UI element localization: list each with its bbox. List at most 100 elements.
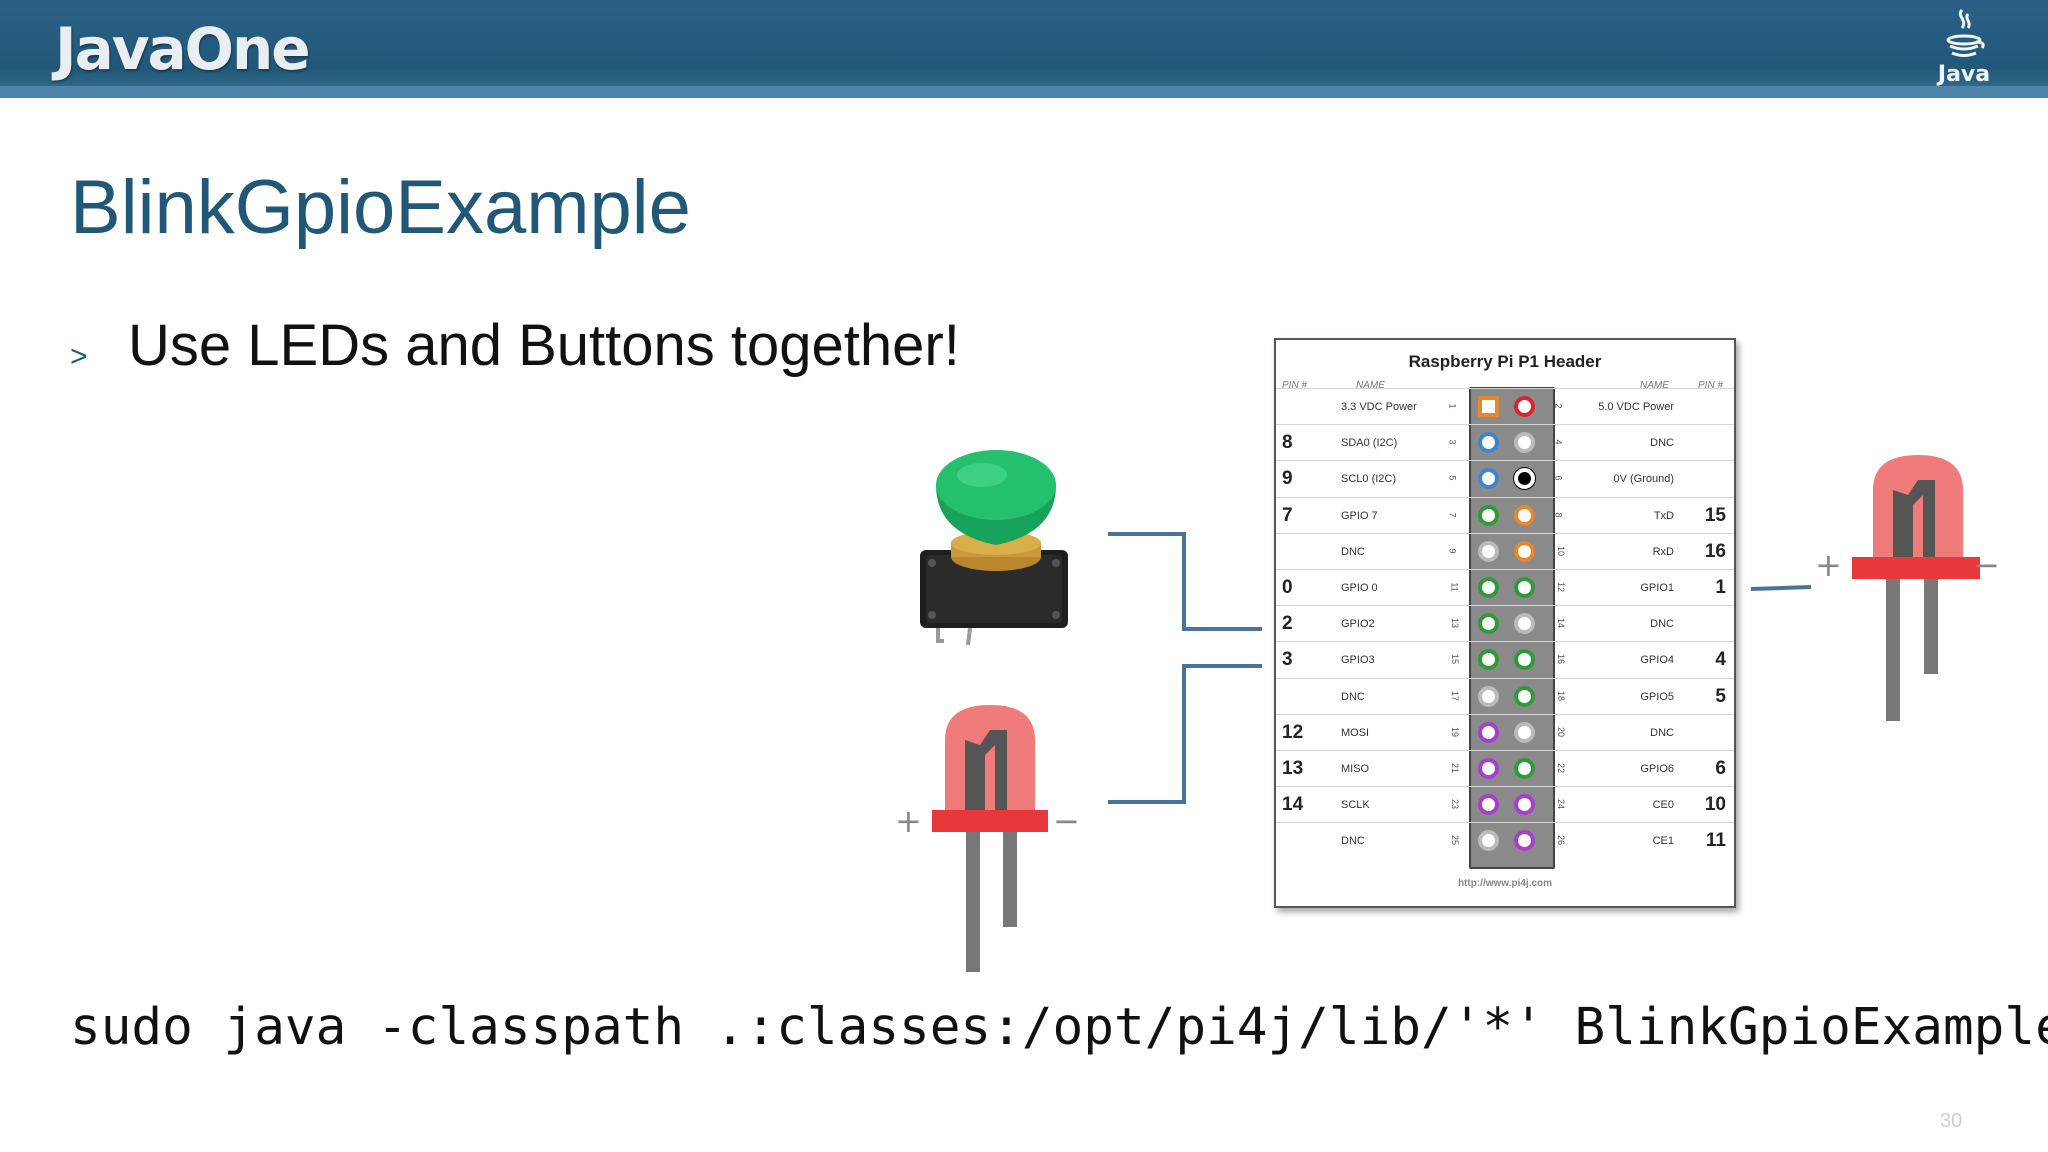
pi-header-title: Raspberry Pi P1 Header [1408,352,1602,371]
physical-pin-right: 14 [1556,618,1567,629]
physical-pin-left: 21 [1450,762,1461,774]
pin-dot-left [1478,540,1499,562]
pin-dot-left [1478,758,1499,779]
pi4j-url: http://www.pi4j.com [1457,878,1553,889]
page-number: 30 [1940,1110,1963,1132]
pin-name-right: CE1 [1652,835,1674,848]
pin-name-right: GPIO6 [1640,763,1674,775]
pi-header-diagram: Raspberry Pi P1 Header PIN # NAME NAME P… [1274,338,1736,908]
wire-led-bottom [1108,664,1262,804]
banner-stripe [0,86,2048,98]
physical-pin-right: 12 [1556,581,1567,593]
pin-name-right: GPIO4 [1640,654,1674,667]
pin-dot-right [1514,504,1535,526]
top-banner: JavaOne Java [0,0,2048,98]
wiringpi-number-right: 1 [1715,577,1726,598]
pin-dot-right [1514,685,1535,707]
pin-name-left: DNC [1341,545,1365,558]
physical-pin-right: 10 [1556,545,1567,556]
pin-name-right: DNC [1650,618,1674,631]
pin-name-right: 0V (Ground) [1613,473,1674,486]
physical-pin-right: 4 [1553,439,1564,445]
pin-row: 0 GPIO 0 11 12 GPIO1 1 [1276,569,1734,606]
physical-pin-left: 11 [1449,582,1460,592]
pin-dot-right [1514,758,1535,779]
pin-name-left: MOSI [1341,726,1370,739]
pin-name-left: GPIO2 [1341,618,1375,631]
wiringpi-number-right: 4 [1715,649,1726,671]
led-plus-label: + [895,802,922,840]
pin-dot-right [1514,432,1535,454]
slide-title: BlinkGpioExample [70,165,691,250]
pin-name-left: MISO [1341,763,1370,775]
pin-name-right: DNC [1650,726,1674,739]
pin-name-left: GPIO 0 [1341,582,1378,594]
physical-pin-left: 9 [1447,548,1458,554]
col-pin-left: PIN # [1282,380,1308,391]
java-mark-label: Java [1937,62,1991,87]
pin-name-right: GPIO5 [1640,690,1674,703]
pin-dot-right [1514,794,1535,816]
pin-dot-left [1478,685,1499,707]
pin-dot-right [1514,468,1535,490]
pin-dot-right [1514,540,1535,562]
physical-pin-right: 22 [1556,762,1567,774]
pin-name-right: TxD [1653,509,1674,522]
pin-name-left: GPIO3 [1341,654,1375,667]
wiringpi-number-left: 8 [1282,432,1293,454]
col-pin-right: PIN # [1698,380,1724,391]
pin-dot-right [1514,649,1535,671]
pin-name-right: 5.0 VDC Power [1598,401,1674,413]
led-image-bottom: + − [895,705,1080,972]
physical-pin-left: 1 [1447,403,1458,409]
pin-dot-left [1478,649,1499,671]
physical-pin-right: 8 [1553,512,1564,518]
wiringpi-number-right: 5 [1715,685,1726,707]
bullet-text: Use LEDs and Buttons together! [128,313,960,378]
pin-dot-right [1514,721,1535,743]
wiringpi-number-left: 0 [1282,577,1293,598]
col-name-left: NAME [1356,380,1385,391]
pin-name-left: DNC [1341,835,1365,848]
pin-name-left: SCL0 (I2C) [1341,473,1397,486]
physical-pin-right: 20 [1556,726,1567,737]
wiringpi-number-left: 7 [1282,504,1293,526]
pin-dot-right [1514,830,1535,852]
pin-dot-right [1514,613,1535,635]
wiringpi-number-left: 13 [1282,758,1304,779]
col-name-right: NAME [1640,380,1669,391]
wiringpi-number-right: 11 [1705,830,1726,852]
pin-name-left: DNC [1341,690,1365,703]
led-plus-label: + [1815,546,1842,584]
pin-name-left: 3.3 VDC Power [1341,401,1417,413]
pin-name-right: CE0 [1652,799,1674,812]
pin-name-right: GPIO1 [1640,582,1674,594]
wiringpi-number-left: 9 [1282,468,1293,490]
physical-pin-right: 18 [1556,690,1567,701]
pin-dot-left [1478,794,1499,816]
physical-pin-left: 3 [1447,439,1458,445]
pin-dot-left [1478,432,1499,454]
physical-pin-left: 13 [1450,618,1461,629]
wire-button [1108,532,1262,631]
pin-dot-left [1478,468,1499,490]
wire-led-right [1750,585,1812,591]
pin-dot-left [1478,613,1499,635]
bullet-marker: > [70,340,88,373]
pin-name-left: SCLK [1341,799,1370,812]
pin-name-left: GPIO 7 [1341,509,1378,522]
physical-pin-right: 16 [1556,654,1567,665]
java-cup-icon: Java [1932,6,1996,90]
physical-pin-right: 2 [1553,403,1564,409]
pin-dot-left [1478,396,1499,417]
